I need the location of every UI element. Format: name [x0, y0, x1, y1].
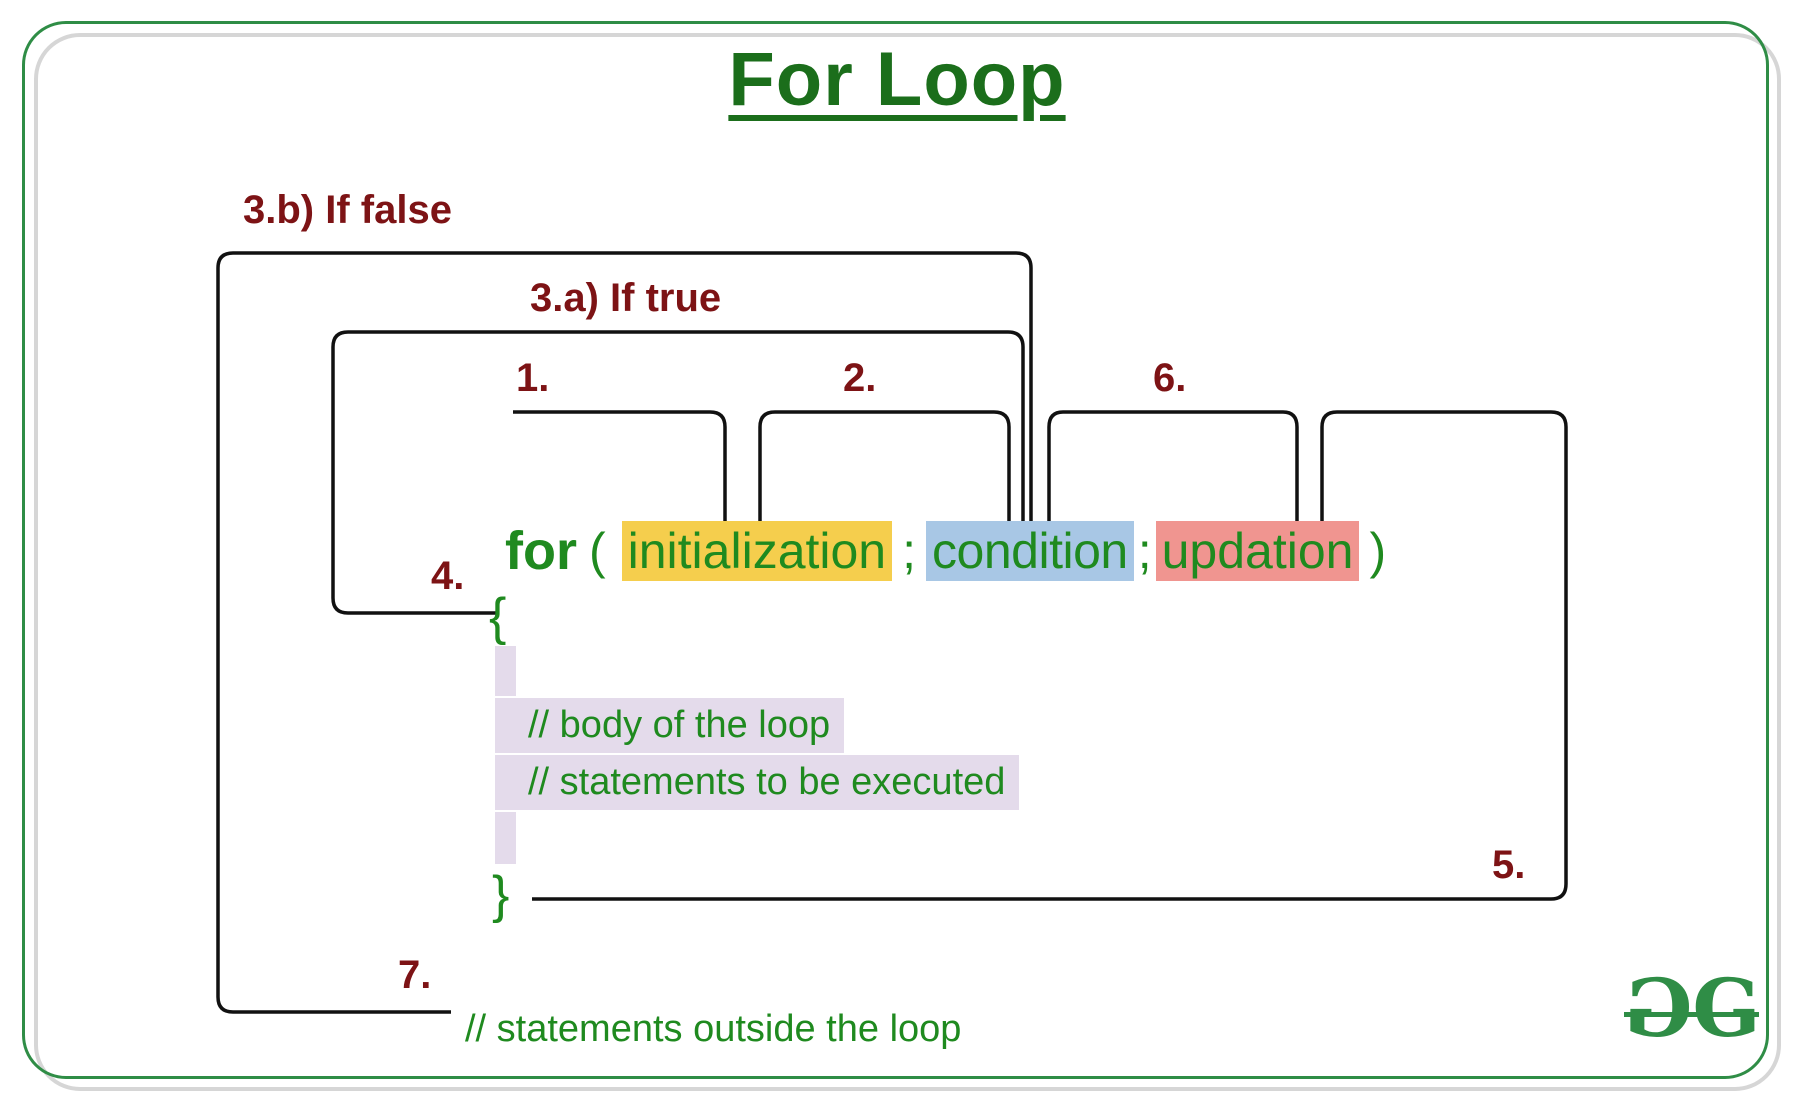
label-step-5: 5.: [1492, 843, 1526, 887]
logo-g-mirrored-icon: G: [1628, 961, 1693, 1055]
label-step-1: 1.: [516, 356, 550, 400]
label-step-6: 6.: [1153, 356, 1187, 400]
semicolon-1: ;: [902, 523, 917, 579]
label-step-4: 4.: [431, 554, 465, 598]
semicolon-2: ;: [1137, 523, 1152, 579]
body-highlight-strip-bottom: [495, 812, 516, 864]
geeksforgeeks-logo: G G: [1624, 961, 1761, 1055]
updation-highlight: updation: [1155, 521, 1360, 581]
open-paren: (: [588, 523, 606, 579]
initialization-highlight: initialization: [621, 521, 893, 581]
outside-loop-comment: // statements outside the loop: [465, 1007, 962, 1050]
close-paren: ): [1369, 523, 1387, 579]
body-comment-1: // body of the loop: [495, 698, 845, 753]
body-highlight-strip-top: [495, 646, 516, 696]
for-keyword: for: [505, 521, 577, 581]
label-step-2: 2.: [843, 356, 877, 400]
page-title: For Loop: [728, 37, 1066, 122]
outer-frame-shadow: [34, 33, 1781, 1091]
condition-highlight: condition: [926, 521, 1134, 581]
outer-frame: [22, 21, 1769, 1079]
logo-g-icon: G: [1692, 961, 1760, 1055]
label-step-7: 7.: [398, 953, 432, 997]
body-comment-2: // statements to be executed: [495, 755, 1020, 810]
label-if-false: 3.b) If false: [243, 188, 452, 232]
open-brace: {: [489, 588, 507, 646]
close-brace: }: [492, 866, 510, 924]
logo-crossbar: [1624, 1012, 1759, 1017]
label-if-true: 3.a) If true: [530, 276, 722, 320]
for-statement: for ( initialization ; condition ; updat…: [505, 521, 1387, 581]
